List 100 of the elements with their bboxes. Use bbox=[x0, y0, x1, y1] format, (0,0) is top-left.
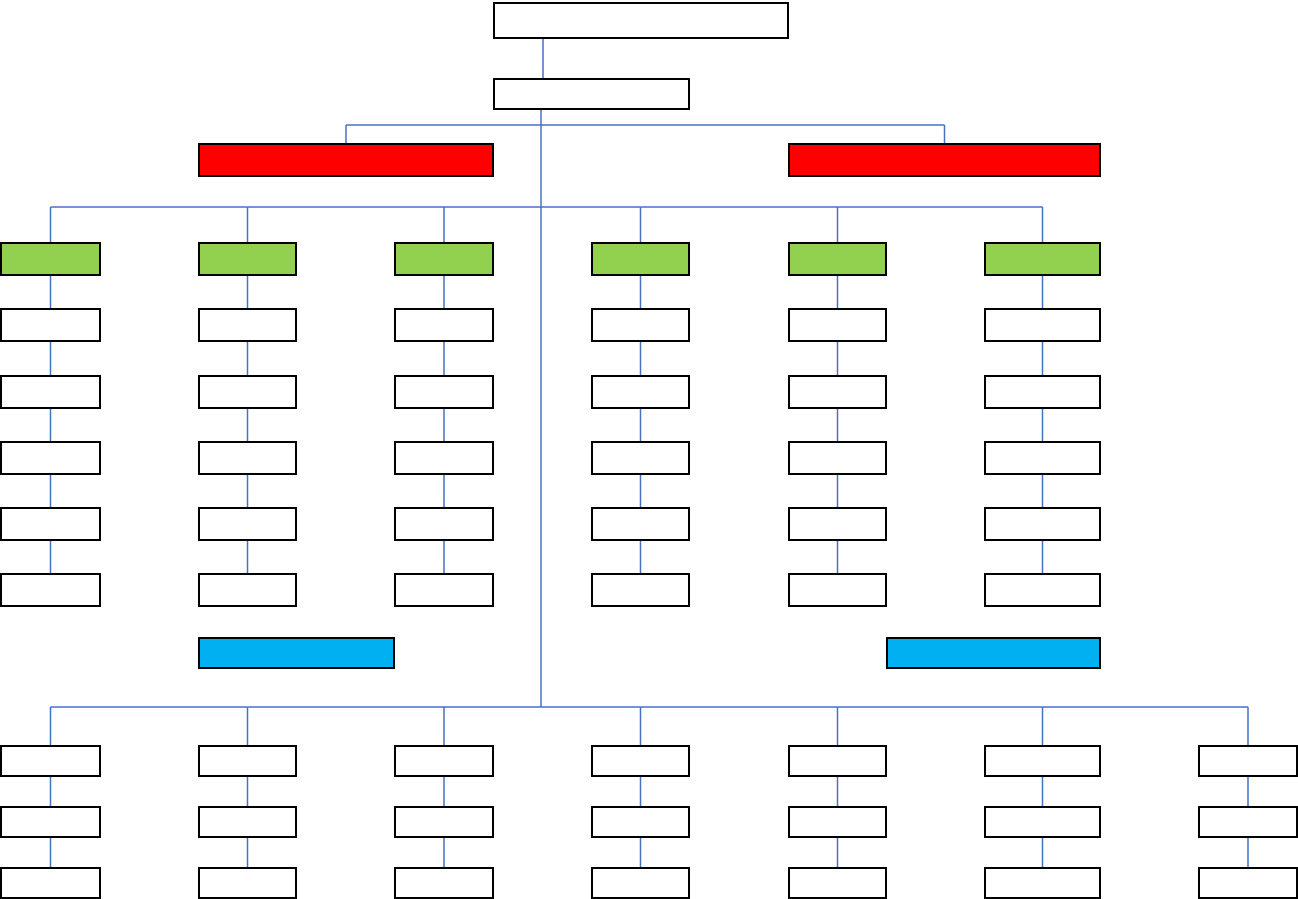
connector-line bbox=[246, 206, 249, 243]
org-chart-box bbox=[591, 441, 690, 475]
connector-line bbox=[1041, 206, 1044, 243]
connector-line bbox=[443, 275, 445, 309]
org-chart-box bbox=[394, 375, 494, 409]
connector-line bbox=[246, 474, 249, 508]
connector-line bbox=[1041, 341, 1044, 376]
org-chart-box bbox=[198, 441, 297, 475]
org-chart-box bbox=[394, 867, 494, 899]
connector-line bbox=[836, 706, 1044, 708]
connector-line bbox=[1041, 706, 1044, 746]
connector-line bbox=[1041, 706, 1249, 708]
connector-line bbox=[639, 540, 642, 574]
org-chart-box bbox=[591, 806, 690, 838]
org-chart-box bbox=[198, 573, 297, 607]
org-chart-box bbox=[788, 242, 887, 276]
connector-line bbox=[540, 206, 542, 708]
org-chart-box bbox=[394, 745, 494, 777]
connector-line bbox=[639, 206, 839, 208]
connector-line bbox=[443, 540, 445, 574]
org-chart-box bbox=[394, 507, 494, 541]
connector-line bbox=[49, 706, 52, 746]
org-chart-box bbox=[984, 507, 1101, 541]
org-chart-box bbox=[394, 441, 494, 475]
connector-line bbox=[246, 275, 249, 309]
org-chart-box bbox=[198, 637, 395, 669]
connector-line bbox=[540, 124, 542, 208]
connector-line bbox=[49, 206, 52, 243]
connector-line bbox=[542, 38, 544, 79]
org-chart-box bbox=[591, 308, 690, 342]
connector-line bbox=[1247, 706, 1249, 746]
connector-line bbox=[246, 706, 445, 708]
connector-line bbox=[639, 837, 642, 868]
connector-line bbox=[836, 408, 839, 442]
org-chart-box bbox=[198, 745, 297, 777]
org-chart-box bbox=[0, 308, 101, 342]
org-chart-box bbox=[788, 143, 1101, 177]
org-chart-box bbox=[0, 375, 101, 409]
org-chart-box bbox=[788, 745, 887, 777]
connector-line bbox=[246, 776, 249, 807]
connector-line bbox=[49, 275, 52, 309]
org-chart-box bbox=[198, 308, 297, 342]
org-chart-box bbox=[0, 441, 101, 475]
org-chart-box bbox=[198, 143, 494, 177]
org-chart-box bbox=[591, 867, 690, 899]
org-chart-box bbox=[788, 806, 887, 838]
connector-line bbox=[540, 206, 642, 208]
org-chart-box bbox=[198, 507, 297, 541]
connector-line bbox=[443, 206, 445, 243]
connector-line bbox=[246, 341, 249, 376]
connector-line bbox=[1041, 408, 1044, 442]
org-chart-box bbox=[984, 441, 1101, 475]
org-chart-box bbox=[198, 242, 297, 276]
org-chart-box bbox=[198, 375, 297, 409]
connector-line bbox=[443, 341, 445, 376]
org-chart-box bbox=[198, 806, 297, 838]
connector-line bbox=[540, 109, 542, 126]
org-chart-box bbox=[0, 507, 101, 541]
connector-line bbox=[1041, 275, 1044, 309]
connector-line bbox=[540, 706, 642, 708]
connector-line bbox=[1041, 776, 1044, 807]
org-chart-box bbox=[394, 806, 494, 838]
connector-line bbox=[639, 706, 839, 708]
connector-line bbox=[49, 474, 52, 508]
connector-line bbox=[49, 540, 52, 574]
connector-line bbox=[49, 837, 52, 868]
connector-line bbox=[540, 124, 946, 126]
org-chart-box bbox=[984, 242, 1101, 276]
connector-line bbox=[1041, 837, 1044, 868]
org-chart-box bbox=[984, 308, 1101, 342]
org-chart-box bbox=[0, 806, 101, 838]
org-chart-box bbox=[591, 375, 690, 409]
org-chart-box bbox=[788, 375, 887, 409]
org-chart-box bbox=[591, 745, 690, 777]
connector-line bbox=[1041, 540, 1044, 574]
connector-line bbox=[443, 408, 445, 442]
org-chart-box bbox=[788, 441, 887, 475]
org-chart-box bbox=[394, 573, 494, 607]
connector-line bbox=[639, 706, 642, 746]
connector-line bbox=[1247, 837, 1249, 868]
org-chart-box bbox=[886, 637, 1101, 669]
connector-line bbox=[836, 206, 1044, 208]
org-chart-box bbox=[984, 745, 1101, 777]
connector-line bbox=[836, 206, 839, 243]
connector-line bbox=[1041, 474, 1044, 508]
connector-line bbox=[443, 474, 445, 508]
connector-line bbox=[639, 474, 642, 508]
connector-line bbox=[49, 706, 249, 708]
connector-line bbox=[836, 837, 839, 868]
org-chart-box bbox=[493, 78, 690, 110]
org-chart-box bbox=[0, 573, 101, 607]
org-chart-box bbox=[1198, 867, 1298, 899]
connector-line bbox=[443, 706, 542, 708]
connector-line bbox=[49, 776, 52, 807]
connector-line bbox=[1247, 776, 1249, 807]
org-chart-box bbox=[0, 867, 101, 899]
connector-line bbox=[49, 206, 249, 208]
org-chart-box bbox=[394, 308, 494, 342]
connector-line bbox=[836, 474, 839, 508]
org-chart-box bbox=[984, 375, 1101, 409]
